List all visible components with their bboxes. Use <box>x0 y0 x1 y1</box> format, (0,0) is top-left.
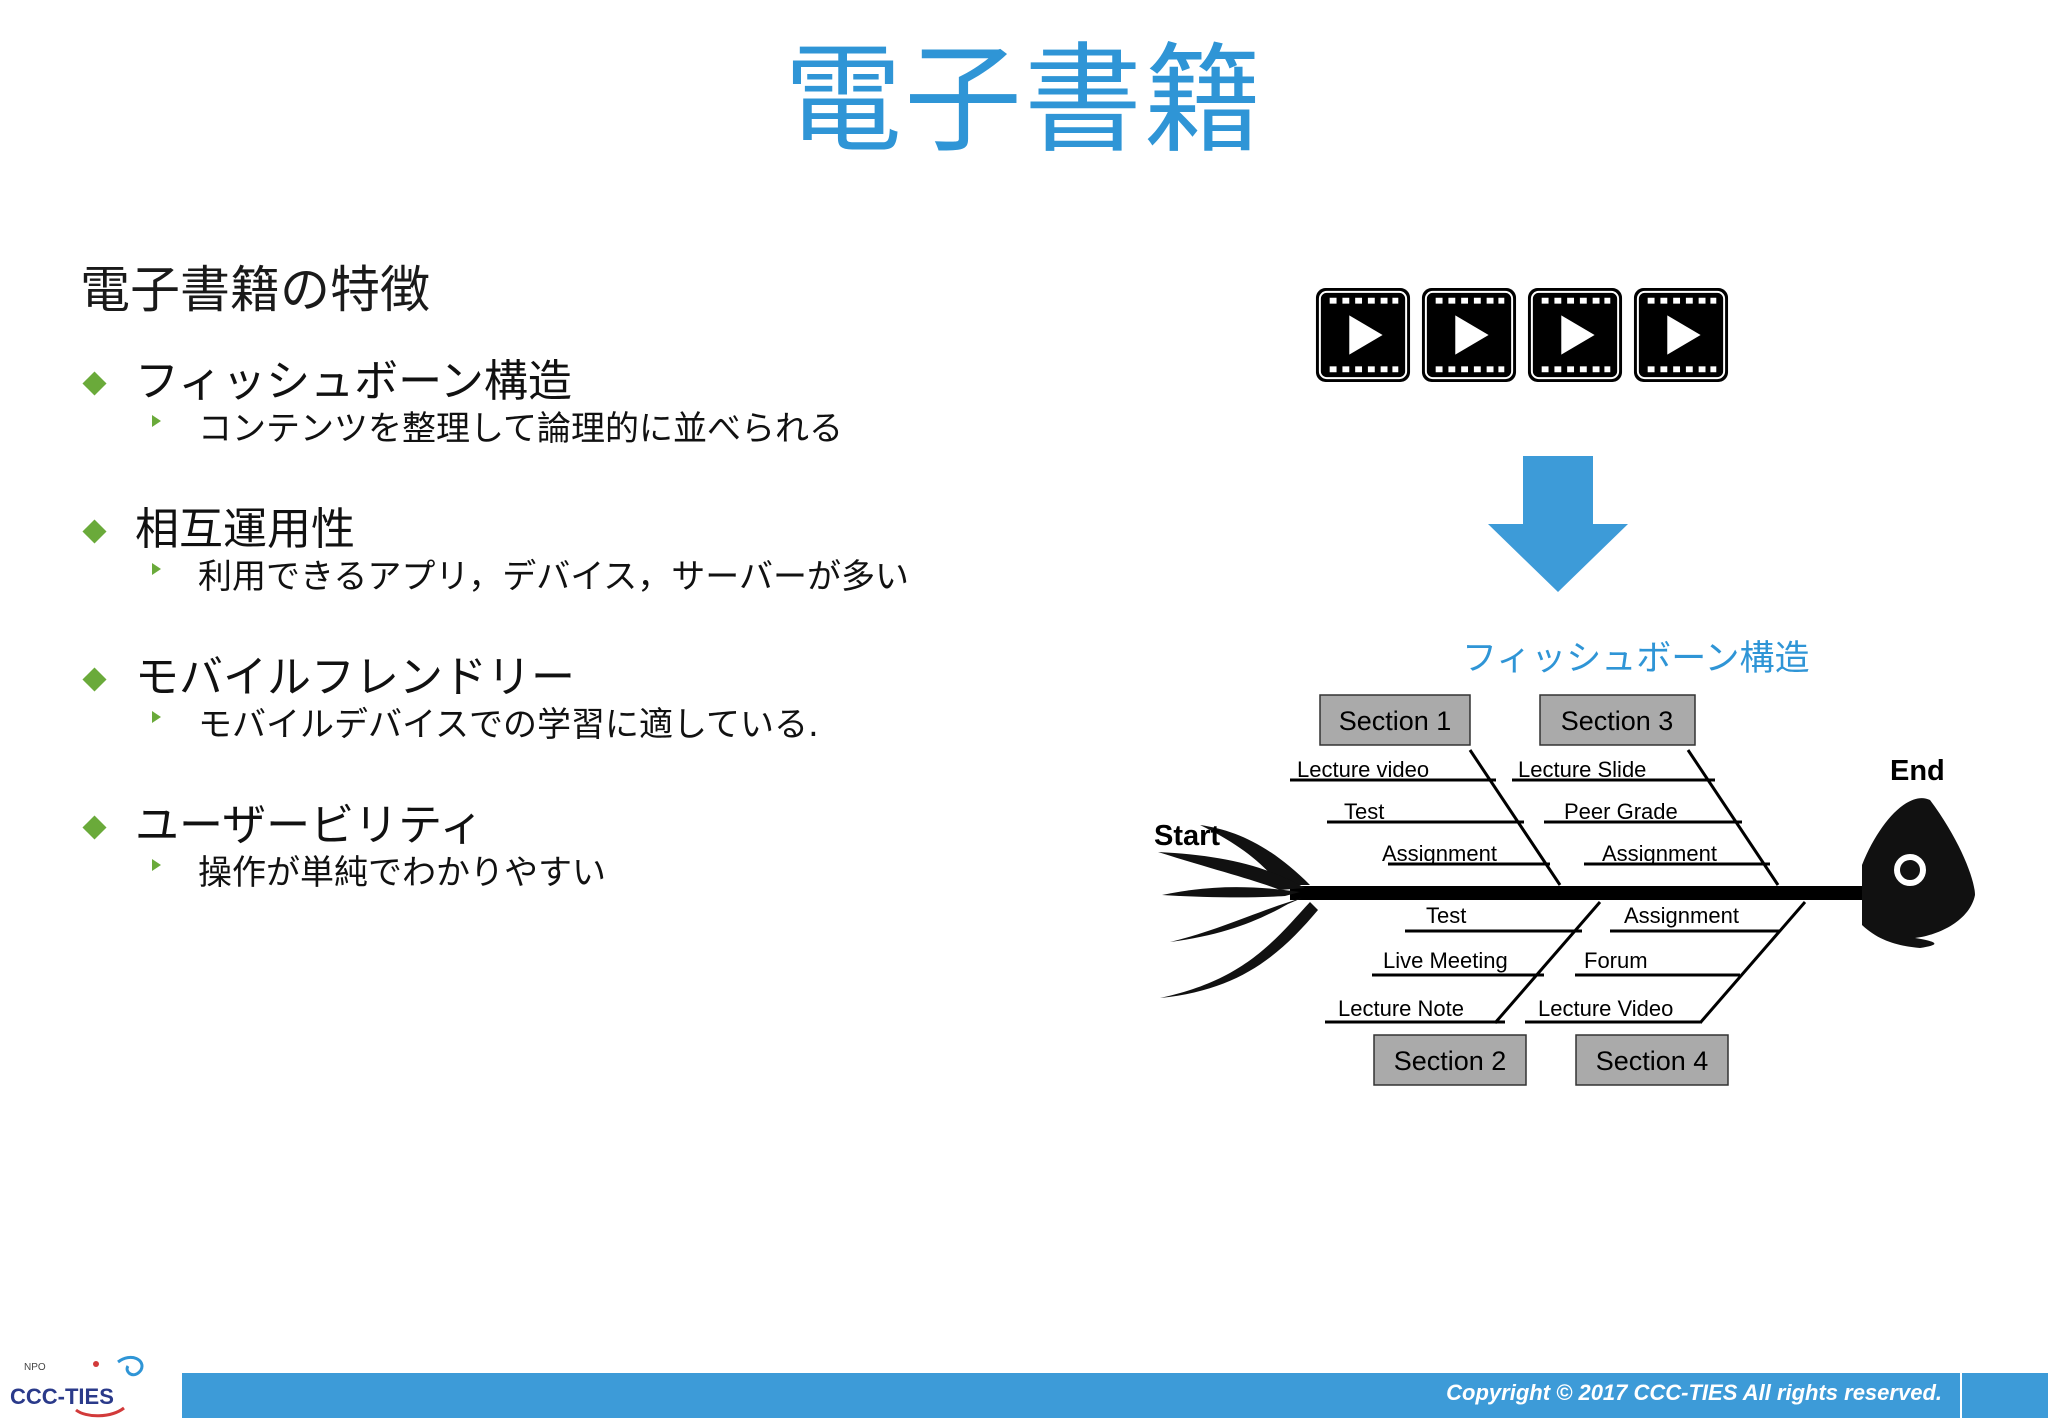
triangle-bullet-icon <box>152 859 161 871</box>
diagram-item-label: Assignment <box>1382 841 1497 866</box>
footer-divider <box>1960 1373 1962 1418</box>
section-box: Section 4 <box>1575 1034 1729 1086</box>
feature-description: 利用できるアプリ，デバイス，サーバーが多い <box>198 557 909 597</box>
feature-title: ユーザービリティ <box>135 800 484 851</box>
diagram-item-label: Assignment <box>1624 903 1739 928</box>
diagram-caption: フィッシュボーン構造 <box>1462 639 1810 679</box>
section-label: Section 4 <box>1596 1046 1709 1076</box>
ccc-ties-logo: NPO CCC-TIES <box>10 1356 144 1418</box>
diamond-bullet-icon <box>82 519 107 544</box>
section-label: Section 1 <box>1339 706 1452 736</box>
copyright-text: Copyright © 2017 CCC-TIES All rights res… <box>1446 1380 1942 1405</box>
diagram-item-label: Lecture video <box>1297 757 1429 782</box>
diamond-bullet-icon <box>82 815 107 840</box>
diagram-item-label: Lecture Slide <box>1518 757 1646 782</box>
video-play-icon <box>1633 287 1729 383</box>
section-label: Section 3 <box>1561 706 1674 736</box>
section-box: Section 2 <box>1373 1034 1527 1086</box>
down-arrow-icon <box>1488 456 1628 592</box>
feature-item: 相互運用性 利用できるアプリ，デバイス，サーバーが多い <box>80 493 980 641</box>
svg-text:NPO: NPO <box>24 1362 46 1373</box>
fish-tail-icon <box>1158 825 1318 998</box>
video-play-icon <box>1421 287 1517 383</box>
diagram-item-label: Assignment <box>1602 841 1717 866</box>
footer-bar: Copyright © 2017 CCC-TIES All rights res… <box>182 1373 2048 1418</box>
fishbone-ribs <box>1290 749 1807 1024</box>
section-box: Section 1 <box>1319 694 1471 746</box>
slide-title: 電子書籍 <box>783 31 1264 169</box>
feature-title: フィッシュボーン構造 <box>135 356 572 407</box>
video-play-icon <box>1315 287 1411 383</box>
diagram-item-label: Live Meeting <box>1383 948 1508 973</box>
section-box: Section 3 <box>1539 694 1696 746</box>
diagram-start-label: Start <box>1154 820 1220 852</box>
section-heading: 電子書籍の特徴 <box>80 261 430 319</box>
triangle-bullet-icon <box>152 563 161 575</box>
diagram-end-label: End <box>1890 755 1945 787</box>
video-play-icon <box>1527 287 1623 383</box>
fishbone-diagram: Start End Section 1 Section 3 Section 2 … <box>1154 694 1975 1086</box>
feature-item: フィッシュボーン構造 コンテンツを整理して論理的に並べられる <box>80 345 980 493</box>
fish-head-icon <box>1862 798 1975 948</box>
diagram-item-label: Lecture Note <box>1338 996 1464 1021</box>
svg-text:CCC-TIES: CCC-TIES <box>10 1384 114 1409</box>
feature-description: モバイルデバイスでの学習に適している. <box>198 705 819 745</box>
diamond-bullet-icon <box>82 371 107 396</box>
diagram-item-label: Test <box>1426 903 1466 928</box>
feature-title: モバイルフレンドリー <box>135 652 575 703</box>
diagram-item-label: Lecture Video <box>1538 996 1673 1021</box>
diagram-item-label: Peer Grade <box>1564 799 1678 824</box>
feature-description: コンテンツを整理して論理的に並べられる <box>198 409 843 449</box>
feature-item: ユーザービリティ 操作が単純でわかりやすい <box>80 789 980 937</box>
feature-item: モバイルフレンドリー モバイルデバイスでの学習に適している. <box>80 641 980 789</box>
triangle-bullet-icon <box>152 711 161 723</box>
diamond-bullet-icon <box>82 667 107 692</box>
feature-title: 相互運用性 <box>135 504 355 555</box>
feature-description: 操作が単純でわかりやすい <box>198 853 606 893</box>
diagram-item-label: Test <box>1344 799 1384 824</box>
feature-list: フィッシュボーン構造 コンテンツを整理して論理的に並べられる 相互運用性 利用で… <box>80 345 980 937</box>
section-label: Section 2 <box>1394 1046 1507 1076</box>
diagram-item-label: Forum <box>1584 948 1648 973</box>
triangle-bullet-icon <box>152 415 161 427</box>
